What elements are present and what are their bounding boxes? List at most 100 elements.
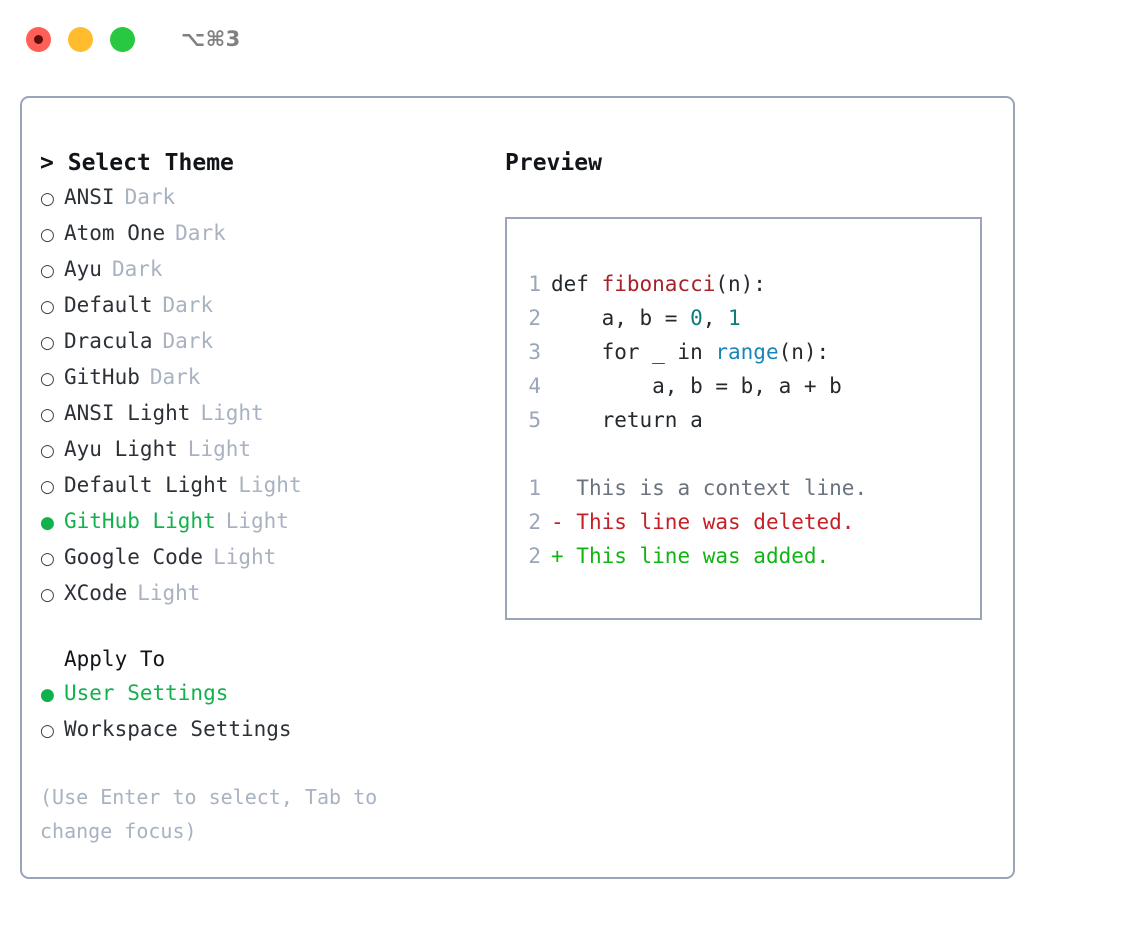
line-number: 1 [528,272,541,296]
radio-selected-icon: ● [40,685,55,705]
theme-option-label: XCode [64,581,128,605]
theme-variant-badge: Dark [162,329,214,353]
apply-to-option-label: Workspace Settings [64,717,292,741]
line-number: 2 [528,544,541,568]
diff-line-text: This line was added. [563,544,830,568]
theme-option-label: GitHub [64,365,140,389]
code-token: range [715,340,779,364]
theme-variant-badge: Dark [111,257,163,281]
radio-unselected-icon: ○ [40,585,55,605]
code-line-text: return a [551,403,703,437]
window-title: ⌥⌘3 [181,27,241,51]
theme-option-label: ANSI Light [64,401,191,425]
code-spacer [507,437,980,471]
theme-variant-badge: Dark [162,293,214,317]
apply-to-option-user-settings[interactable]: ● User Settings [40,676,487,712]
diff-line-del: 2- This line was deleted. [507,505,980,539]
diff-line-text: This is a context line. [563,476,868,500]
radio-unselected-icon: ○ [40,261,55,281]
code-token: return a [551,408,703,432]
line-number: 1 [528,476,541,500]
code-line: 5 return a [507,403,980,437]
diff-marker: + [551,544,564,568]
radio-unselected-icon: ○ [40,189,55,209]
theme-option-label: ANSI [64,185,115,209]
radio-unselected-icon: ○ [40,369,55,389]
caret-icon: > [40,150,54,176]
traffic-lights [26,26,135,52]
code-token: (n): [715,272,766,296]
minimize-button[interactable] [68,26,93,52]
window-titlebar: ⌥⌘3 [0,0,1140,78]
theme-option-label: Google Code [64,545,204,569]
radio-unselected-icon: ○ [40,477,55,497]
code-line: 4 a, b = b, a + b [507,369,980,403]
apply-to-option-label: User Settings [64,681,229,705]
theme-option-ansi-light[interactable]: ○ ANSI Light Light [40,396,487,432]
theme-variant-badge: Light [187,437,252,461]
theme-option-label: Ayu Light [64,437,178,461]
apply-to-heading: Apply To [64,647,166,671]
theme-option-label: Default Light [64,473,229,497]
close-button[interactable] [26,26,51,52]
diff-marker: - [551,510,564,534]
theme-variant-badge: Light [200,401,264,425]
apply-to-option-list: ● User Settings ○Workspace Settings [40,676,487,748]
radio-unselected-icon: ○ [40,441,55,461]
diff-marker [551,471,564,505]
radio-unselected-icon: ○ [40,225,55,245]
code-token: 1 [728,306,741,330]
keyboard-hint: (Use Enter to select, Tab to change focu… [40,785,390,843]
diff-sample: 1 This is a context line.2- This line wa… [507,471,980,573]
line-number: 4 [528,374,541,398]
theme-variant-badge: Light [213,545,277,569]
preview-title: Preview [505,150,602,176]
code-token: , [702,306,729,330]
code-token: 0 [690,306,703,330]
line-number: 3 [528,340,541,364]
line-number: 2 [528,306,541,330]
code-line-text: for _ in range(n): [551,335,830,369]
page-title-label: Select Theme [67,150,234,176]
theme-option-xcode[interactable]: ○ XCode Light [40,576,487,612]
theme-option-dracula[interactable]: ○ Dracula Dark [40,324,487,360]
radio-unselected-icon: ○ [40,333,55,353]
code-sample: 1 def fibonacci(n): 2 a, b = 0, 1 3 for _ i… [507,267,980,437]
preview-box: 1 def fibonacci(n): 2 a, b = 0, 1 3 for _ i… [505,217,982,620]
diff-line-ctx: 1 This is a context line. [507,471,980,505]
theme-variant-badge: Light [225,509,289,533]
page-title: > Select Theme [40,146,487,180]
code-token: a, b = [551,306,691,330]
diff-line-add: 2 + This line was added. [507,539,980,573]
code-line-text: a, b = b, a + b [551,369,842,403]
section-spacer [40,612,487,642]
radio-unselected-icon: ○ [40,405,55,425]
code-token: for _ in [551,340,716,364]
theme-option-label: GitHub Light [64,509,216,533]
apply-to-option-workspace-settings[interactable]: ○Workspace Settings [40,712,487,748]
zoom-button[interactable] [110,26,135,52]
code-line: 1 def fibonacci(n): [507,267,980,301]
line-number: 2 [528,510,541,534]
theme-option-ayu-light[interactable]: ○ Ayu Light Light [40,432,487,468]
preview-column: Preview 1 def fibonacci(n): 2 a, b = 0, 1 3… [487,146,1013,877]
code-line: 2 a, b = 0, 1 [507,301,980,335]
code-token: def [551,272,602,296]
diff-line-text: This line was deleted. [563,510,855,534]
theme-variant-badge: Light [137,581,201,605]
theme-option-label: Dracula [64,329,153,353]
code-token: a, b = b, a + b [551,374,842,398]
theme-option-label: Atom One [64,221,166,245]
radio-unselected-icon: ○ [40,549,55,569]
code-token: fibonacci [601,272,716,296]
theme-option-google-code[interactable]: ○ Google Code Light [40,540,487,576]
